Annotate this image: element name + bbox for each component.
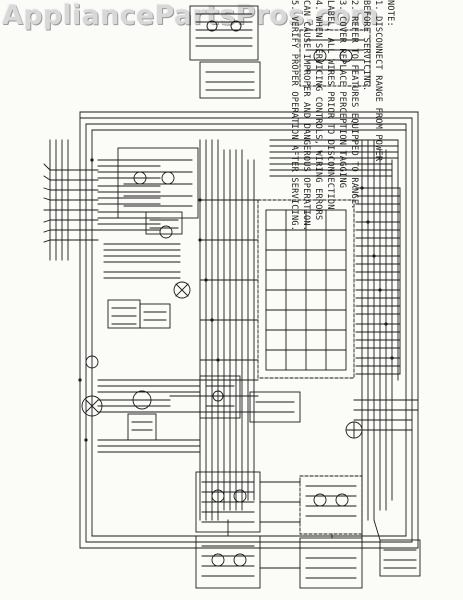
burner-switch-cluster bbox=[117, 147, 199, 239]
left-wire-bundles bbox=[97, 159, 201, 453]
bottom-tie-lines bbox=[227, 481, 381, 569]
perimeter-wiring bbox=[79, 111, 419, 549]
element-symbols-mid bbox=[81, 281, 191, 441]
terminal-block-left bbox=[43, 139, 99, 261]
lower-control-group bbox=[199, 375, 363, 439]
bottom-switch-clusters bbox=[195, 471, 421, 589]
electronic-control-board bbox=[257, 199, 355, 379]
right-vertical-runs bbox=[353, 139, 419, 521]
center-trunk bbox=[169, 139, 259, 521]
top-component-group bbox=[189, 5, 371, 99]
junction-dots bbox=[78, 158, 394, 442]
right-horizontal-runs bbox=[269, 139, 401, 375]
